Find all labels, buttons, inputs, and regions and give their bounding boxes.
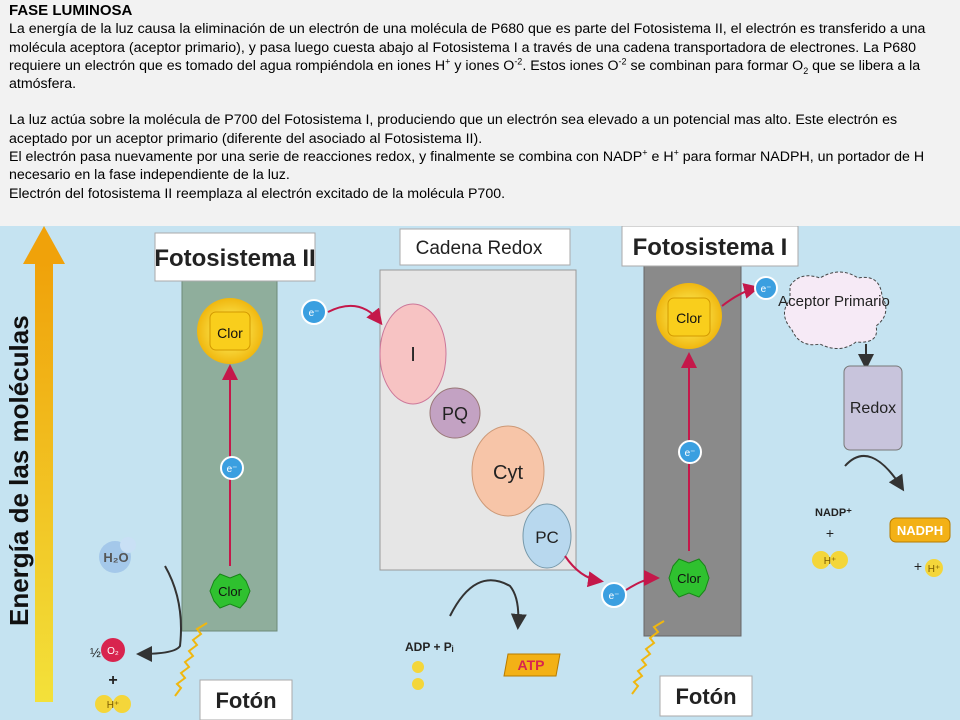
energy-axis-arrow: [23, 226, 65, 702]
light-phase-diagram: Energía de las moléculas Fotosistema II …: [0, 226, 960, 720]
electron-to-ps1: e⁻: [601, 582, 627, 608]
svg-text:H⁺: H⁺: [928, 564, 941, 575]
adp-label: ADP + Pᵢ: [405, 640, 454, 654]
svg-text:PC: PC: [535, 528, 559, 547]
redox-box: Redox: [843, 365, 903, 451]
y-axis-label: Energía de las moléculas: [4, 315, 34, 626]
svg-text:NADPH: NADPH: [897, 523, 943, 538]
svg-text:Cyt: Cyt: [493, 462, 523, 484]
electron-ps2-mid: e⁻: [220, 456, 244, 480]
photon-wave-right: [631, 620, 665, 695]
electron-ps1-top: e⁻: [754, 276, 778, 300]
clor-ground-ps2: Clor: [209, 573, 251, 609]
photosystem-i-title: Fotosistema I: [633, 234, 788, 261]
paragraph-replacement: Electrón del fotosistema II reemplaza al…: [9, 185, 506, 202]
svg-text:e⁻: e⁻: [685, 448, 696, 459]
clor-ground-ps1: Clor: [668, 558, 710, 598]
svg-text:e⁻: e⁻: [761, 284, 772, 295]
carrier-pq: PQ: [429, 387, 481, 439]
paragraph-photosystem-i: La luz actúa sobre la molécula de P700 d…: [9, 112, 898, 147]
electron-ps2-top: e⁻: [301, 299, 327, 325]
clor-excited-ps2: Clor: [197, 298, 263, 364]
svg-text:Aceptor Primario: Aceptor Primario: [778, 293, 890, 310]
half-label: ½: [90, 645, 101, 660]
proton-nadph: H⁺: [925, 559, 943, 577]
plus-water: +: [108, 672, 117, 689]
photon-label-right: Fotón: [675, 684, 736, 709]
svg-text:Clor: Clor: [217, 325, 243, 341]
primary-acceptor: Aceptor Primario: [778, 271, 890, 349]
svg-text:H⁺: H⁺: [824, 556, 837, 567]
atp-badge: ATP: [503, 653, 561, 677]
svg-text:PQ: PQ: [442, 404, 468, 424]
photosystem-ii-title: Fotosistema II: [154, 245, 315, 272]
svg-text:e⁻: e⁻: [227, 464, 238, 475]
svg-text:ATP: ATP: [518, 657, 545, 673]
oxygen-molecule: O₂: [101, 638, 125, 662]
proton-pair-nadp: H⁺: [812, 551, 848, 569]
svg-text:Redox: Redox: [850, 400, 896, 417]
paragraph-photosystem-ii: La energía de la luz causa la eliminació…: [9, 21, 926, 93]
svg-text:O₂: O₂: [107, 646, 119, 657]
svg-text:H⁺: H⁺: [107, 700, 120, 711]
electron-ps1-mid: e⁻: [678, 440, 702, 464]
plus-nadph: +: [914, 558, 922, 574]
svg-text:H₂O: H₂O: [103, 550, 128, 565]
svg-text:I: I: [410, 344, 416, 366]
photon-wave-left: [174, 622, 208, 697]
nadph-badge: NADPH: [889, 517, 951, 543]
clor-excited-ps1: Clor: [656, 283, 722, 349]
svg-text:e⁻: e⁻: [609, 591, 620, 602]
carrier-pc: PC: [522, 503, 572, 569]
plus-nadp: +: [826, 525, 834, 541]
svg-text:Clor: Clor: [676, 310, 702, 326]
photon-label-left: Fotón: [215, 688, 276, 713]
redox-chain-title: Cadena Redox: [416, 238, 543, 259]
svg-text:Clor: Clor: [218, 584, 243, 599]
water-molecule: H₂O: [99, 537, 136, 573]
carrier-i: I: [379, 303, 447, 405]
nadp-label: NADP⁺: [815, 507, 852, 519]
proton-pair-water: H⁺: [95, 695, 131, 713]
proton-pair-adp: [412, 661, 424, 690]
page-title: FASE LUMINOSA: [9, 2, 133, 19]
svg-text:e⁻: e⁻: [309, 308, 320, 319]
paragraph-nadph: El electrón pasa nuevamente por una seri…: [9, 147, 925, 184]
svg-text:Clor: Clor: [677, 571, 702, 586]
explanation-text: FASE LUMINOSA La energía de la luz causa…: [0, 0, 960, 226]
carrier-cyt: Cyt: [471, 425, 545, 517]
